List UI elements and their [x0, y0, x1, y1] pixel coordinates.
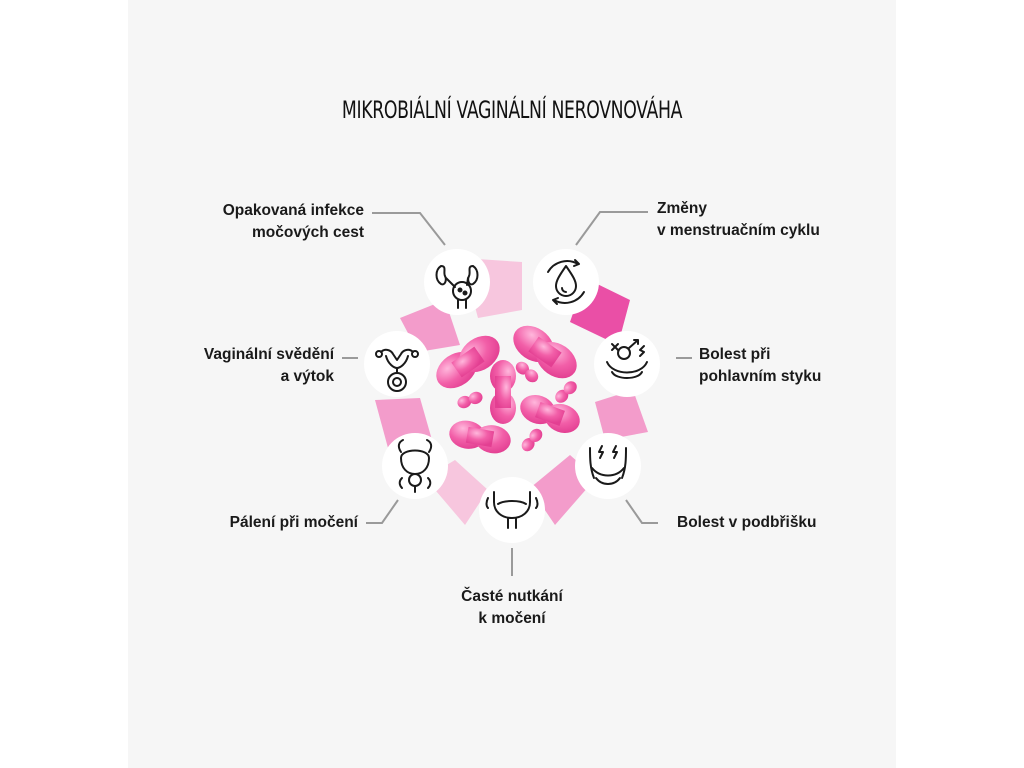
kidneys-icon: [424, 249, 490, 315]
symptom-label-line: Pálení při močení: [229, 514, 358, 531]
bladder-urge-icon: [479, 477, 545, 543]
symptom-label-uti: Opakovaná infekce močových cest: [186, 200, 364, 244]
menstrual-drop-cycle-icon: [533, 249, 599, 315]
symptom-label-line: a výtok: [280, 368, 334, 385]
symptom-label-line: Časté nutkání: [461, 588, 563, 605]
connector-line: [575, 211, 648, 246]
connector-line: [625, 499, 658, 524]
symptom-label-line: močových cest: [252, 224, 364, 241]
ring-segment: [595, 390, 648, 440]
symptom-label-itching: Vaginální svědění a výtok: [170, 344, 334, 388]
uterus-icon: [364, 331, 430, 397]
symptom-label-intercourse: Bolest při pohlavním styku: [699, 344, 859, 388]
symptom-label-line: Bolest v podbřišku: [677, 514, 817, 531]
symptom-label-line: Bolest při: [699, 346, 771, 363]
symptom-label-menstrual: Změny v menstruačním cyklu: [657, 198, 857, 242]
bacteria-cluster-icon: [436, 325, 580, 454]
symptom-label-line: pohlavním styku: [699, 368, 822, 385]
symptom-label-line: Opakovaná infekce: [222, 202, 364, 219]
connector-line: [372, 212, 446, 246]
lower-abdomen-pain-icon: [575, 433, 641, 499]
connector-line: [366, 499, 399, 524]
symptom-label-line: v menstruačním cyklu: [657, 222, 820, 239]
symptom-label-burning: Pálení při močení: [180, 512, 358, 534]
bladder-burning-icon: [382, 433, 448, 499]
symptom-label-line: Změny: [657, 200, 707, 217]
symptom-label-urge: Časté nutkání k močení: [420, 586, 604, 630]
symptom-label-line: Vaginální svědění: [203, 346, 334, 363]
intercourse-pain-icon: [594, 331, 660, 397]
connector-lines: [342, 211, 692, 576]
symptom-label-line: k močení: [478, 610, 546, 627]
symptom-label-abdomen: Bolest v podbřišku: [677, 512, 847, 534]
page-title: MIKROBIÁLNÍ VAGINÁLNÍ NEROVNOVÁHA: [341, 96, 683, 124]
